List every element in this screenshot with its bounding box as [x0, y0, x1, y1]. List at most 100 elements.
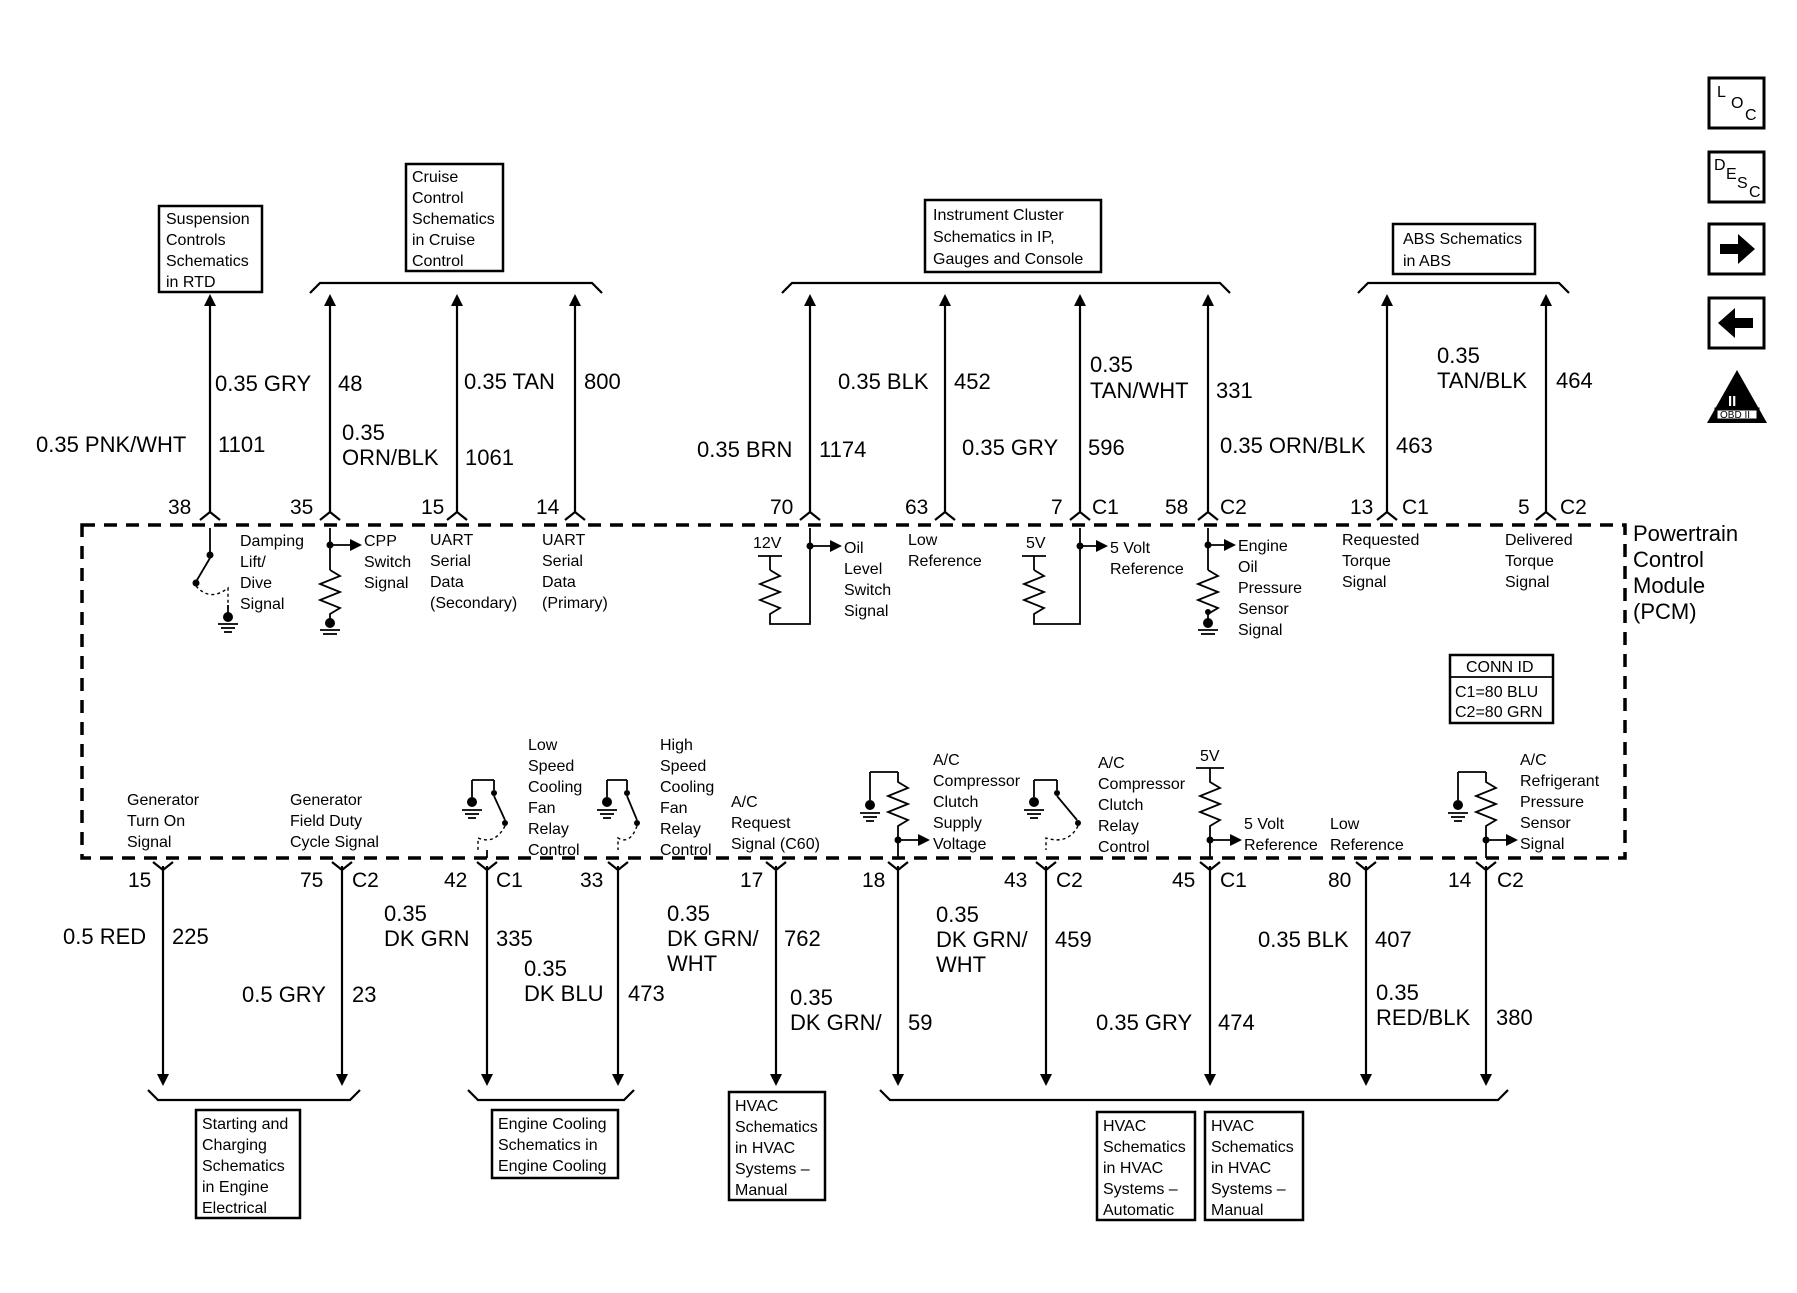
svg-text:Charging: Charging [202, 1137, 267, 1154]
cpp-circuit [317, 528, 362, 635]
svg-text:HVAC: HVAC [735, 1098, 778, 1115]
engine-cooling-box[interactable]: Engine Cooling Schematics in Engine Cool… [490, 1108, 620, 1180]
hvac-automatic-box[interactable]: HVAC Schematics in HVAC Systems – Automa… [1095, 1110, 1197, 1222]
svg-text:5 Volt: 5 Volt [1244, 816, 1285, 833]
next-button[interactable] [1707, 222, 1766, 276]
top-wires [199, 294, 1557, 521]
svg-text:C2: C2 [1497, 869, 1524, 892]
svg-text:Control: Control [412, 253, 464, 270]
location-button[interactable]: L O C [1707, 76, 1766, 130]
svg-text:0.35 BLK: 0.35 BLK [1258, 927, 1349, 952]
previous-button[interactable] [1707, 296, 1766, 350]
svg-text:464: 464 [1556, 368, 1593, 393]
svg-text:Lift/: Lift/ [240, 554, 266, 571]
svg-text:0.35 GRY: 0.35 GRY [1096, 1010, 1193, 1035]
svg-text:452: 452 [954, 369, 991, 394]
svg-text:in Engine: in Engine [202, 1179, 269, 1196]
desc-letter-e: E [1726, 166, 1737, 183]
instrument-bracket [781, 281, 1231, 294]
ac-supply-label: A/C Compressor Clutch Supply Voltage [933, 752, 1021, 853]
svg-text:Supply: Supply [933, 815, 982, 832]
svg-text:0.35: 0.35 [936, 902, 979, 927]
svg-text:Speed: Speed [660, 758, 706, 775]
svg-text:75: 75 [300, 869, 323, 892]
svg-text:Manual: Manual [735, 1182, 787, 1199]
svg-text:Signal: Signal [240, 596, 284, 613]
wire-473: 33 0.35 DK BLU 473 [524, 869, 665, 1006]
svg-text:C2: C2 [1056, 869, 1083, 892]
hvac-manual-box-2[interactable]: HVAC Schematics in HVAC Systems – Manual [1203, 1110, 1305, 1222]
cruise-control-box[interactable]: Cruise Control Schematics in Cruise Cont… [404, 162, 505, 273]
svg-text:WHT: WHT [936, 952, 986, 977]
svg-text:0.35: 0.35 [1090, 352, 1133, 377]
svg-text:Signal: Signal [1520, 836, 1564, 853]
wire-1101: 0.35 PNK/WHT 1101 38 [36, 432, 265, 519]
svg-text:0.5 RED: 0.5 RED [63, 924, 146, 949]
svg-text:in Cruise: in Cruise [412, 232, 475, 249]
instrument-cluster-box[interactable]: Instrument Cluster Schematics in IP, Gau… [923, 198, 1103, 274]
svg-text:Control: Control [1098, 839, 1150, 856]
svg-text:0.35: 0.35 [790, 985, 833, 1010]
svg-text:Schematics in: Schematics in [498, 1137, 598, 1154]
svg-text:Engine: Engine [1238, 538, 1288, 555]
arrow-left-icon [1718, 308, 1753, 338]
wire-452: 0.35 BLK 452 63 [838, 369, 991, 519]
svg-text:High: High [660, 737, 693, 754]
cruise-bracket [309, 281, 603, 294]
svg-text:Data: Data [542, 574, 576, 591]
loc-letter-l: L [1717, 84, 1726, 101]
ac-relay-label: A/C Compressor Clutch Relay Control [1098, 755, 1186, 856]
damping-switch [192, 528, 238, 633]
svg-text:Starting and: Starting and [202, 1116, 288, 1133]
svg-text:Reference: Reference [1330, 837, 1404, 854]
svg-text:Cruise: Cruise [412, 169, 458, 186]
description-button[interactable]: D E S C [1707, 150, 1766, 204]
svg-text:1061: 1061 [465, 445, 514, 470]
arrow-right-icon [1720, 234, 1755, 264]
svg-text:Engine Cooling: Engine Cooling [498, 1158, 607, 1175]
top-5v-label: 5V [1026, 535, 1046, 552]
svg-text:0.35: 0.35 [1437, 343, 1480, 368]
svg-text:Low: Low [908, 532, 938, 549]
svg-text:Switch: Switch [364, 554, 411, 571]
starting-charging-box[interactable]: Starting and Charging Schematics in Engi… [194, 1108, 302, 1220]
svg-text:0.35: 0.35 [1376, 980, 1419, 1005]
svg-text:Reference: Reference [1244, 837, 1318, 854]
svg-text:Low: Low [1330, 816, 1360, 833]
svg-text:Systems –: Systems – [1103, 1181, 1178, 1198]
bottom-wires [152, 861, 1497, 1086]
desc-letter-s: S [1737, 175, 1748, 192]
ac-pressure-circuit [1448, 771, 1518, 858]
ac-pressure-label: A/C Refrigerant Pressure Sensor Signal [1520, 752, 1600, 853]
svg-text:13: 13 [1350, 496, 1373, 519]
svg-text:Pressure: Pressure [1238, 580, 1302, 597]
svg-text:Control: Control [660, 842, 712, 859]
suspension-controls-box[interactable]: Suspension Controls Schematics in RTD [157, 204, 264, 294]
svg-text:RED/BLK: RED/BLK [1376, 1005, 1470, 1030]
svg-text:Manual: Manual [1211, 1202, 1263, 1219]
svg-text:42: 42 [444, 869, 467, 892]
svg-text:800: 800 [584, 369, 621, 394]
abs-box[interactable]: ABS Schematics in ABS [1391, 222, 1537, 276]
svg-text:Signal: Signal [364, 575, 408, 592]
wire-380: 14 C2 0.35 RED/BLK 380 [1376, 869, 1533, 1030]
svg-text:(Primary): (Primary) [542, 595, 608, 612]
wire-407: 80 0.35 BLK 407 [1258, 869, 1412, 952]
svg-text:335: 335 [496, 926, 533, 951]
svg-text:Signal: Signal [1342, 574, 1386, 591]
svg-text:Turn On: Turn On [127, 813, 185, 830]
svg-text:Generator: Generator [290, 792, 363, 809]
svg-text:Fan: Fan [660, 800, 688, 817]
svg-text:C2: C2 [352, 869, 379, 892]
obd-ii-button[interactable]: II OBD II [1707, 370, 1767, 423]
oil-level-circuit: 12V [753, 528, 842, 625]
svg-text:5 Volt: 5 Volt [1110, 540, 1151, 557]
wire-331: 0.35 TAN/WHT 331 58 C2 [1090, 352, 1253, 519]
wire-464: 0.35 TAN/BLK 464 5 C2 [1437, 343, 1593, 519]
svg-text:63: 63 [905, 496, 928, 519]
hvac-manual-box-1[interactable]: HVAC Schematics in HVAC Systems – Manual [727, 1090, 827, 1202]
svg-text:C2: C2 [1560, 496, 1587, 519]
svg-text:TAN/BLK: TAN/BLK [1437, 368, 1527, 393]
generator-turn-on-label: Generator Turn On Signal [127, 792, 200, 851]
